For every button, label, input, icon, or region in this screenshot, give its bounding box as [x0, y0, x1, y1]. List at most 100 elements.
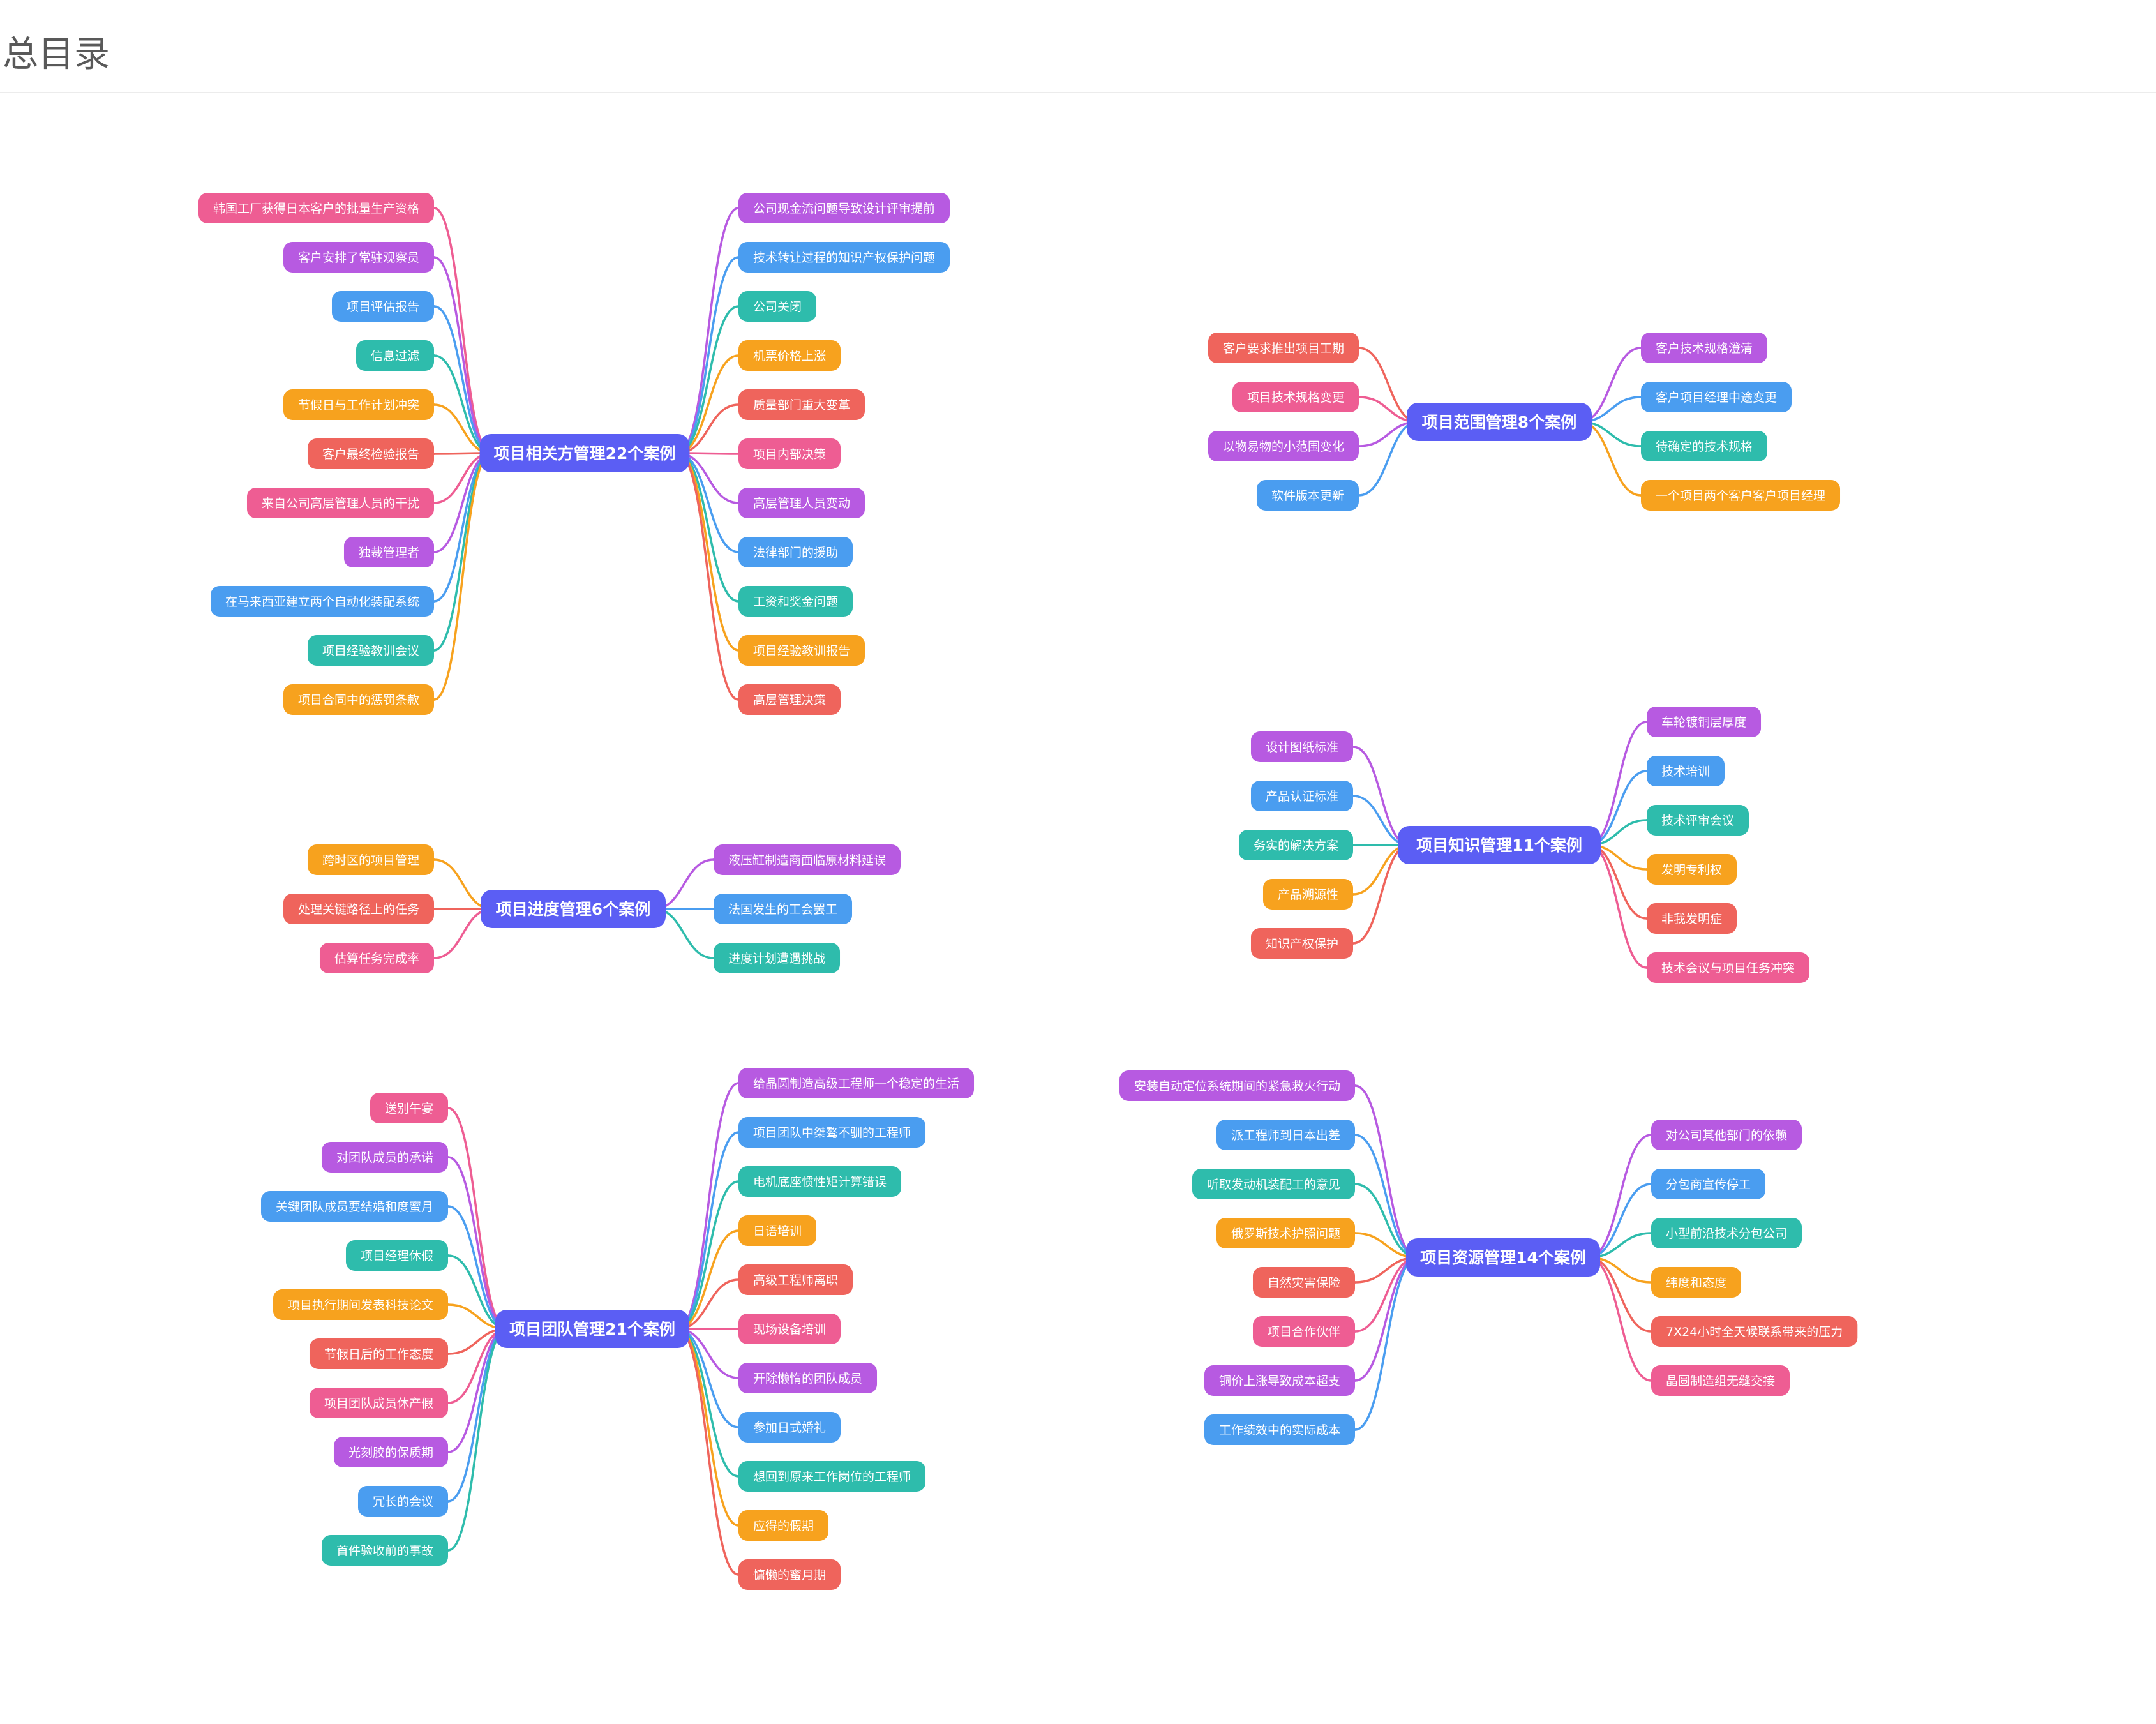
leaf-node[interactable]: 技术评审会议 — [1647, 805, 1749, 836]
leaf-node[interactable]: 项目技术规格变更 — [1232, 382, 1359, 412]
leaf-node[interactable]: 产品认证标准 — [1250, 781, 1353, 811]
leaf-node[interactable]: 应得的假期 — [738, 1510, 829, 1541]
leaf-node[interactable]: 法律部门的援助 — [738, 537, 853, 567]
leaf-node[interactable]: 电机底座惯性矩计算错误 — [738, 1166, 902, 1197]
leaf-node[interactable]: 日语培训 — [738, 1215, 817, 1246]
leaf-node[interactable]: 给晶圆制造高级工程师一个稳定的生活 — [738, 1068, 975, 1098]
leaf-node[interactable]: 分包商宣传停工 — [1651, 1169, 1766, 1199]
leaf-node[interactable]: 对公司其他部门的依赖 — [1651, 1120, 1802, 1150]
leaf-node[interactable]: 待确定的技术规格 — [1641, 431, 1768, 461]
leaf-node[interactable]: 项目团队成员休产假 — [309, 1388, 448, 1418]
leaf-node[interactable]: 高层管理决策 — [738, 684, 841, 715]
leaf-node[interactable]: 客户最终检验报告 — [307, 438, 434, 469]
leaf-node[interactable]: 技术会议与项目任务冲突 — [1647, 952, 1810, 983]
leaf-node[interactable]: 项目合同中的惩罚条款 — [283, 684, 434, 715]
leaf-node[interactable]: 软件版本更新 — [1256, 480, 1359, 511]
leaf-node[interactable]: 公司关闭 — [738, 291, 817, 322]
leaf-node[interactable]: 产品溯源性 — [1262, 879, 1353, 910]
leaf-node-box — [1651, 1169, 1766, 1199]
leaf-node-label: 项目技术规格变更 — [1247, 391, 1344, 405]
connector-line — [1589, 721, 1647, 846]
leaf-node[interactable]: 7X24小时全天候联系带来的压力 — [1651, 1316, 1858, 1347]
leaf-node[interactable]: 一个项目两个客户客户项目经理 — [1641, 480, 1841, 511]
leaf-node[interactable]: 冗长的会议 — [357, 1486, 448, 1517]
leaf-node[interactable]: 听取发动机装配工的意见 — [1192, 1169, 1355, 1199]
leaf-node[interactable]: 节假日后的工作态度 — [309, 1338, 448, 1369]
leaf-node[interactable]: 高级工程师离职 — [738, 1264, 853, 1295]
leaf-node[interactable]: 韩国工厂获得日本客户的批量生产资格 — [198, 193, 434, 223]
leaf-node[interactable]: 知识产权保护 — [1250, 928, 1353, 959]
leaf-node[interactable]: 跨时区的项目管理 — [307, 844, 434, 875]
leaf-node[interactable]: 项目内部决策 — [738, 438, 841, 469]
root-node[interactable]: 项目资源管理14个案例 — [1406, 1238, 1600, 1277]
root-node[interactable]: 项目知识管理11个案例 — [1398, 826, 1601, 864]
leaf-node-label: 韩国工厂获得日本客户的批量生产资格 — [213, 202, 419, 216]
leaf-node[interactable]: 以物易物的小范围变化 — [1208, 431, 1359, 461]
leaf-node[interactable]: 光刻胶的保质期 — [333, 1437, 448, 1467]
leaf-node[interactable]: 高层管理人员变动 — [738, 488, 865, 518]
leaf-node[interactable]: 项目经理休假 — [345, 1240, 448, 1271]
leaf-node[interactable]: 项目合作伙伴 — [1252, 1316, 1355, 1347]
leaf-node[interactable]: 纬度和态度 — [1651, 1267, 1742, 1298]
leaf-node[interactable]: 对团队成员的承诺 — [321, 1142, 448, 1173]
leaf-node[interactable]: 客户要求推出项目工期 — [1208, 333, 1359, 363]
leaf-node[interactable]: 务实的解决方案 — [1238, 830, 1353, 860]
leaf-node[interactable]: 进度计划遭遇挑战 — [714, 943, 841, 973]
leaf-node[interactable]: 非我发明症 — [1647, 903, 1737, 934]
connector-line — [678, 452, 739, 652]
leaf-node-label: 项目经理休假 — [361, 1249, 433, 1263]
leaf-node[interactable]: 处理关键路径上的任务 — [283, 894, 434, 924]
leaf-node[interactable]: 项目经验教训会议 — [307, 635, 434, 666]
leaf-node[interactable]: 工资和奖金问题 — [738, 586, 853, 617]
leaf-node[interactable]: 发明专利权 — [1647, 854, 1737, 885]
leaf-node[interactable]: 车轮镀铜层厚度 — [1647, 707, 1762, 737]
leaf-node[interactable]: 估算任务完成率 — [319, 943, 434, 973]
leaf-node[interactable]: 客户项目经理中途变更 — [1641, 382, 1792, 412]
leaf-node[interactable]: 关键团队成员要结婚和度蜜月 — [260, 1191, 448, 1222]
leaf-node[interactable]: 开除懒惰的团队成员 — [738, 1363, 878, 1393]
leaf-node[interactable]: 现场设备培训 — [738, 1314, 841, 1344]
leaf-node[interactable]: 节假日与工作计划冲突 — [283, 389, 434, 420]
leaf-node[interactable]: 机票价格上涨 — [738, 340, 841, 371]
leaf-node[interactable]: 客户安排了常驻观察员 — [283, 242, 434, 273]
leaf-node[interactable]: 公司现金流问题导致设计评审提前 — [738, 193, 950, 223]
leaf-node-label: 给晶圆制造高级工程师一个稳定的生活 — [753, 1077, 959, 1091]
leaf-node[interactable]: 派工程师到日本出差 — [1216, 1120, 1355, 1150]
leaf-node[interactable]: 在马来西亚建立两个自动化装配系统 — [210, 586, 434, 617]
leaf-node[interactable]: 想回到原来工作岗位的工程师 — [738, 1461, 926, 1492]
leaf-node[interactable]: 技术转让过程的知识产权保护问题 — [738, 242, 950, 273]
leaf-node-label: 自然灾害保险 — [1268, 1276, 1340, 1290]
leaf-node[interactable]: 技术培训 — [1647, 756, 1725, 786]
leaf-node[interactable]: 项目执行期间发表科技论文 — [273, 1289, 448, 1320]
leaf-node-label: 车轮镀铜层厚度 — [1661, 716, 1746, 730]
leaf-node[interactable]: 小型前沿技术分包公司 — [1651, 1218, 1802, 1248]
leaf-node[interactable]: 参加日式婚礼 — [738, 1412, 841, 1443]
root-node[interactable]: 项目团队管理21个案例 — [495, 1310, 689, 1348]
leaf-node[interactable]: 铜价上涨导致成本超支 — [1204, 1365, 1355, 1396]
leaf-node[interactable]: 独裁管理者 — [343, 537, 434, 567]
connector-line — [677, 207, 739, 454]
leaf-node[interactable]: 液压缸制造商面临原材料延误 — [714, 844, 901, 875]
root-node[interactable]: 项目范围管理8个案例 — [1407, 403, 1592, 441]
leaf-node[interactable]: 项目评估报告 — [331, 291, 434, 322]
leaf-node[interactable]: 安装自动定位系统期间的紧急救火行动 — [1119, 1070, 1355, 1101]
leaf-node[interactable]: 设计图纸标准 — [1250, 731, 1353, 762]
leaf-node[interactable]: 来自公司高层管理人员的干扰 — [246, 488, 434, 518]
leaf-node[interactable]: 客户技术规格澄清 — [1641, 333, 1768, 363]
leaf-node[interactable]: 信息过滤 — [356, 340, 434, 371]
leaf-node[interactable]: 自然灾害保险 — [1252, 1267, 1355, 1298]
leaf-node[interactable]: 首件验收前的事故 — [321, 1535, 448, 1566]
root-node[interactable]: 项目进度管理6个案例 — [481, 890, 666, 928]
connector-line — [677, 1082, 739, 1330]
leaf-node[interactable]: 俄罗斯技术护照问题 — [1216, 1218, 1355, 1248]
leaf-node[interactable]: 送别午宴 — [370, 1093, 448, 1123]
leaf-node[interactable]: 法国发生的工会罢工 — [714, 894, 853, 924]
leaf-node[interactable]: 项目经验教训报告 — [738, 635, 865, 666]
root-node[interactable]: 项目相关方管理22个案例 — [479, 434, 690, 472]
leaf-node[interactable]: 工作绩效中的实际成本 — [1204, 1414, 1355, 1445]
leaf-node[interactable]: 晶圆制造组无缝交接 — [1651, 1365, 1790, 1396]
leaf-node-label: 独裁管理者 — [359, 546, 419, 560]
leaf-node[interactable]: 质量部门重大变革 — [738, 389, 865, 420]
leaf-node[interactable]: 项目团队中桀骜不驯的工程师 — [738, 1117, 926, 1148]
leaf-node[interactable]: 慵懒的蜜月期 — [738, 1559, 841, 1590]
